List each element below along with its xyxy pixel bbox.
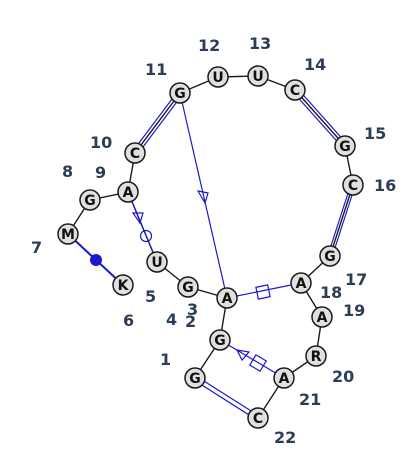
pair-11-3-line: [179, 92, 228, 299]
backbone-14-15: [294, 89, 346, 147]
base-pairs: [67, 87, 356, 421]
svg-text:A: A: [222, 291, 233, 307]
svg-text:A: A: [296, 276, 307, 292]
nucleotide-10: C: [124, 142, 146, 164]
position-label-15: 15: [364, 124, 386, 143]
position-label-21: 21: [299, 390, 321, 409]
nucleotide-2: G: [209, 329, 231, 351]
svg-text:C: C: [130, 146, 140, 162]
nucleotide-22: C: [247, 407, 269, 429]
backbone: [67, 75, 354, 419]
svg-text:G: G: [84, 193, 96, 209]
pair-2-21-triangle: [235, 349, 251, 362]
backbone-10-11: [134, 92, 181, 154]
svg-text:C: C: [253, 411, 263, 427]
position-label-13: 13: [249, 34, 271, 53]
svg-text:U: U: [252, 69, 263, 85]
position-labels: 1 2 3 4 5 6 7 8 9 10 11 12 13 14 15 16 1…: [31, 34, 396, 447]
position-label-14: 14: [304, 55, 326, 74]
position-label-6: 6: [123, 311, 134, 330]
pair-16-17-canonical: [327, 183, 356, 258]
pair-2-21-line: [219, 339, 285, 379]
pair-2-21-square: [248, 353, 268, 373]
pair-7-6-dot: [90, 254, 102, 266]
svg-text:M: M: [61, 227, 75, 243]
position-label-17: 17: [345, 270, 367, 289]
nucleotide-15: G: [334, 135, 356, 157]
nucleotide-19: A: [311, 306, 333, 328]
svg-text:G: G: [324, 249, 336, 265]
nucleotide-18: A: [290, 272, 312, 294]
nucleotide-5: U: [146, 251, 168, 273]
svg-text:A: A: [123, 185, 134, 201]
pair-11-10-canonical: [132, 90, 183, 156]
nucleotide-17: G: [319, 245, 341, 267]
svg-text:U: U: [212, 70, 223, 86]
svg-text:R: R: [311, 349, 322, 365]
position-label-9: 9: [95, 163, 106, 182]
position-label-12: 12: [198, 36, 220, 55]
nucleotide-7: M: [57, 223, 79, 245]
nucleotide-11: G: [169, 82, 191, 104]
svg-text:G: G: [189, 371, 201, 387]
position-label-18: 18: [320, 283, 342, 302]
pair-9-5-triangle: [131, 212, 144, 225]
svg-text:G: G: [339, 139, 351, 155]
nucleotide-16: C: [342, 174, 364, 196]
svg-text:C: C: [290, 83, 300, 99]
pair-3-18-square: [255, 284, 271, 300]
nucleotide-14: C: [284, 79, 306, 101]
position-label-3: 3: [187, 300, 198, 319]
backbone-16-17: [329, 184, 354, 257]
nucleotide-8: G: [79, 189, 101, 211]
position-label-19: 19: [343, 301, 365, 320]
svg-text:C: C: [348, 178, 358, 194]
nucleotide-13: U: [247, 65, 269, 87]
nucleotide-12: U: [207, 66, 229, 88]
svg-text:G: G: [182, 280, 194, 296]
position-label-16: 16: [374, 176, 396, 195]
position-label-1: 1: [160, 350, 171, 369]
svg-text:U: U: [151, 255, 162, 271]
nucleotide-9: A: [117, 181, 139, 203]
nucleotide-3: A: [216, 287, 238, 309]
position-label-22: 22: [274, 428, 296, 447]
pair-1-22-canonical: [193, 375, 260, 421]
pair-9-5-line: [127, 191, 158, 263]
svg-text:G: G: [174, 86, 186, 102]
nucleotide-6: K: [112, 274, 134, 296]
svg-text:A: A: [279, 371, 290, 387]
position-label-20: 20: [332, 367, 354, 386]
svg-text:K: K: [118, 278, 130, 294]
pair-3-18-line: [226, 282, 302, 299]
svg-text:G: G: [214, 333, 226, 349]
pair-11-3-triangle: [196, 190, 209, 205]
position-label-4: 4: [166, 310, 177, 329]
nucleotide-1: G: [184, 367, 206, 389]
position-label-7: 7: [31, 238, 42, 257]
nucleotide-21: A: [273, 367, 295, 389]
svg-text:A: A: [317, 310, 328, 326]
position-label-8: 8: [62, 162, 73, 181]
pair-14-15-canonical: [292, 87, 348, 149]
pair-9-5-circle: [139, 229, 153, 243]
position-label-2: 2: [185, 312, 196, 331]
position-label-5: 5: [145, 287, 156, 306]
nucleotide-20: R: [305, 345, 327, 367]
nucleotides: G G A G U K M G A C G U U C G C G A A R …: [57, 65, 364, 429]
nucleotide-4: G: [177, 276, 199, 298]
position-label-10: 10: [90, 133, 112, 152]
position-label-11: 11: [145, 60, 167, 79]
